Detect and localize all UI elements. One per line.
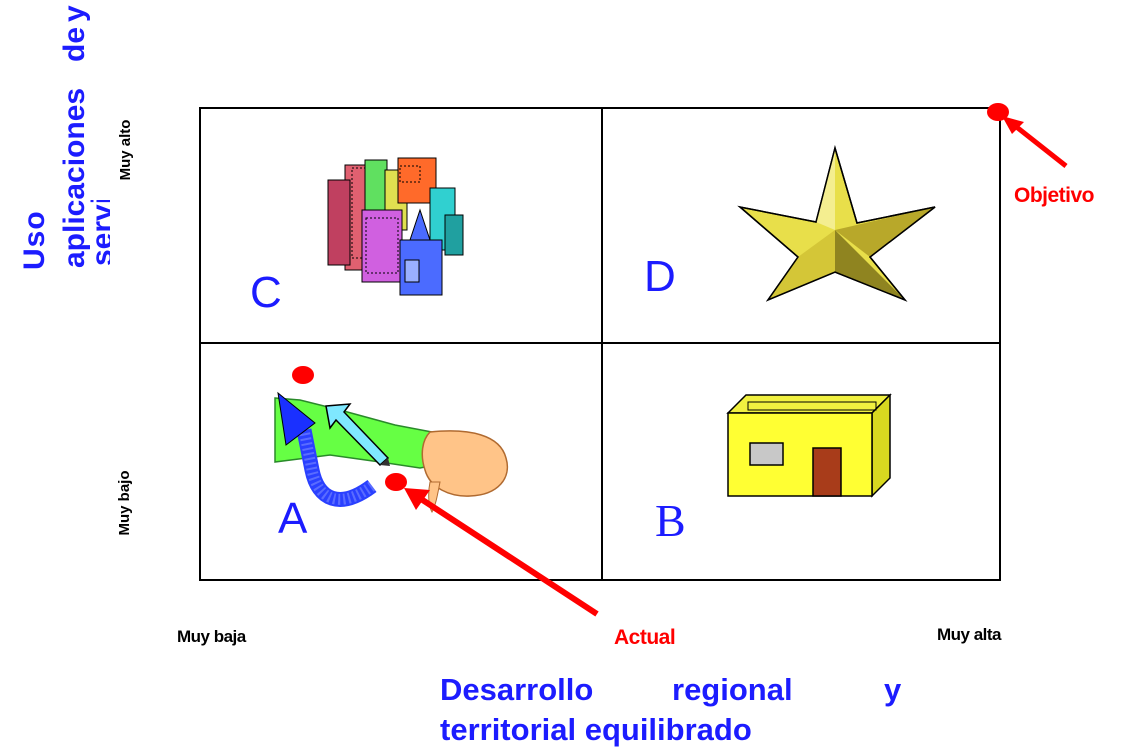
x-axis-title-line2: territorial equilibrado: [440, 712, 752, 747]
quadrant-letter-b: B: [655, 495, 686, 546]
x-axis-left-label: Muy baja: [177, 627, 246, 646]
upper-red-dot: [292, 366, 314, 384]
objective-arrow-shaft: [1012, 123, 1068, 168]
upper-marker-a: [292, 366, 314, 384]
x-axis-right-label: Muy alta: [937, 625, 1002, 644]
quadrant-letter-c: C: [250, 268, 282, 317]
quadrant-letter-d: D: [644, 252, 676, 301]
current-arrowhead: [404, 488, 430, 510]
current-arrow-shaft: [416, 494, 599, 617]
x-axis-title-word-3: y: [884, 672, 902, 707]
small-house-icon: [726, 393, 892, 498]
x-axis-title-word-2: regional: [672, 672, 793, 707]
current-marker: [385, 473, 599, 617]
x-axis-title: Desarrollo regional y territorial equili…: [440, 672, 910, 756]
current-dot: [385, 473, 407, 491]
quadrant-grid: [199, 107, 1001, 581]
objective-marker: [987, 103, 1068, 168]
gold-star-icon: [737, 145, 936, 302]
objective-label: Objetivo: [1014, 184, 1095, 207]
current-label: Actual: [614, 626, 676, 649]
objective-arrowhead: [1002, 116, 1024, 134]
curved-blue-arrow-icon: [277, 391, 377, 507]
hand-pointing-arrow-icon: [274, 391, 509, 514]
x-axis-title-word-1: Desarrollo: [440, 672, 594, 707]
pencil-arrow-icon: [325, 403, 390, 467]
city-buildings-icon: [327, 157, 464, 296]
quadrant-letter-a: A: [278, 494, 308, 543]
